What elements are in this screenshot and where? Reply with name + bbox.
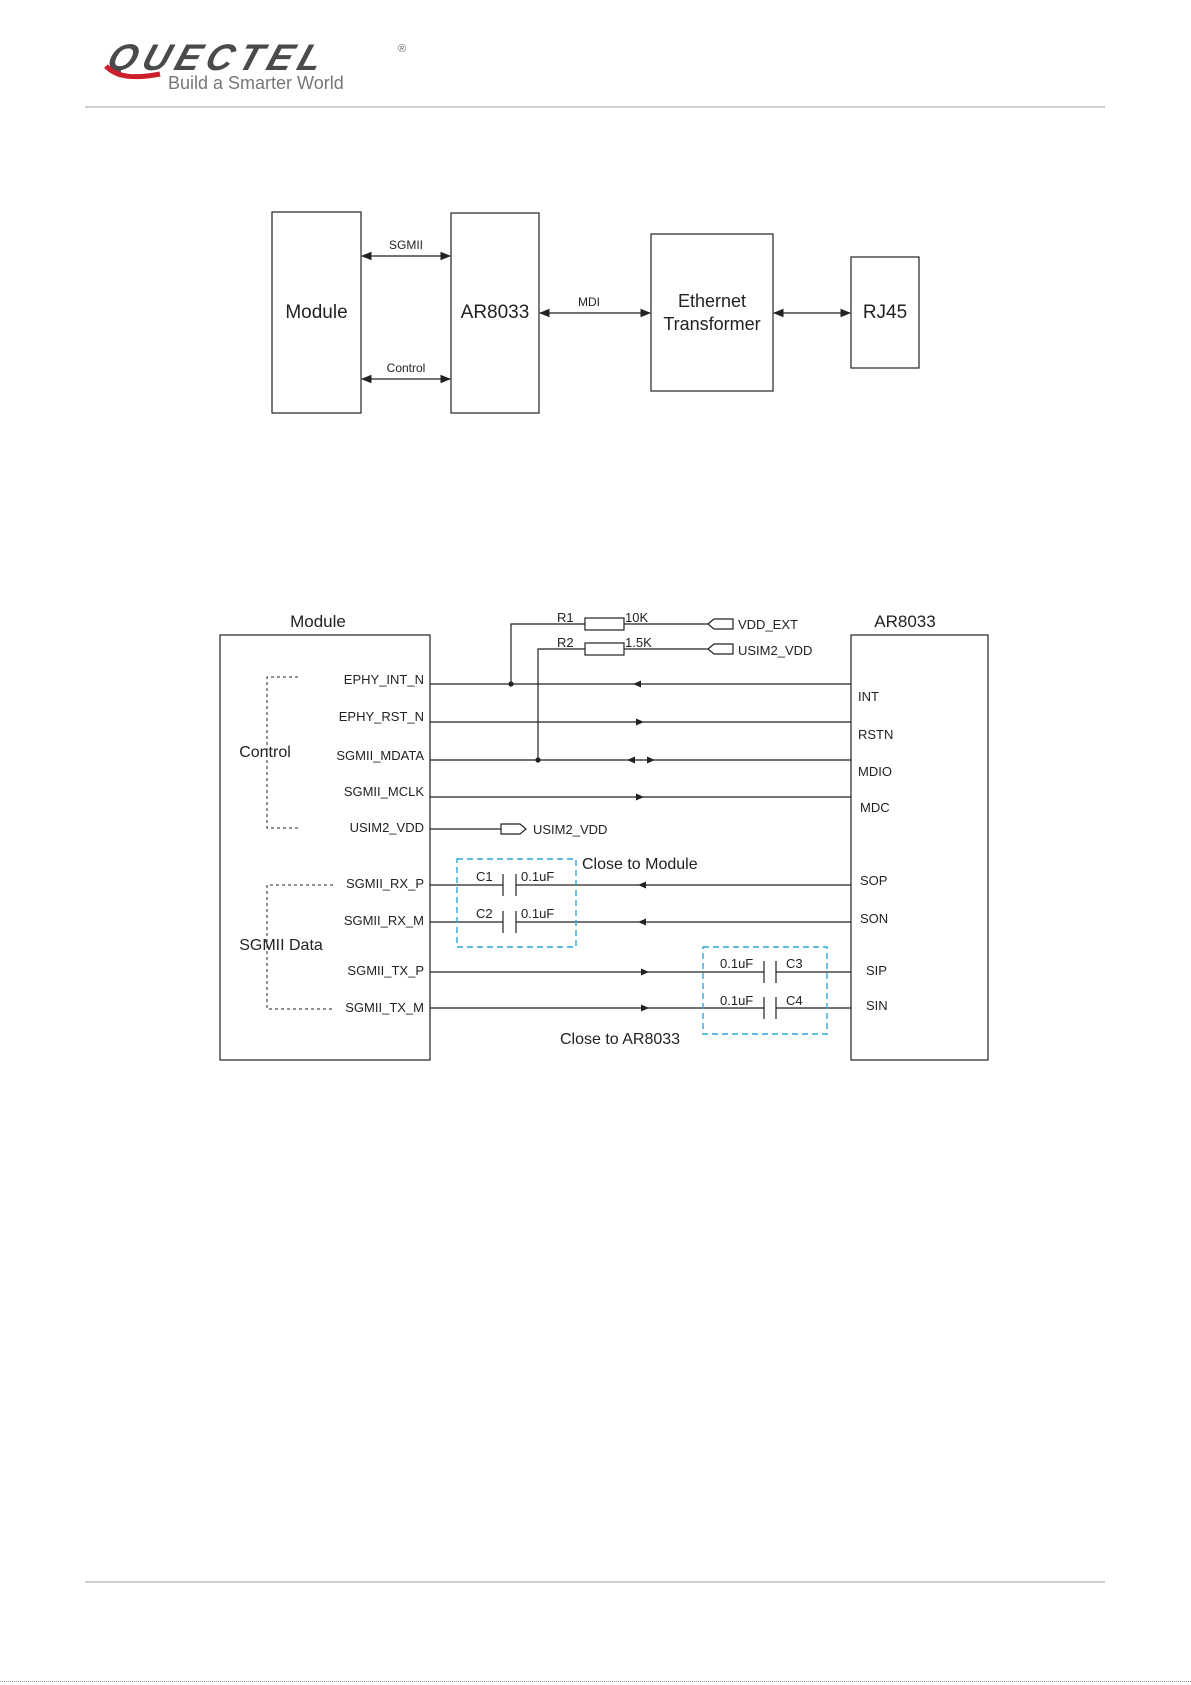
c1-value: 0.1uF xyxy=(521,869,554,884)
schematic-phy-box xyxy=(850,634,989,1061)
pin-sgmii-mclk: SGMII_MCLK xyxy=(344,784,425,799)
block-transformer-label-2: Transformer xyxy=(663,314,760,334)
pin-mdc: MDC xyxy=(860,800,890,815)
arrow-tx-p-icon xyxy=(641,968,649,976)
usim-net-label: USIM2_VDD xyxy=(533,822,607,837)
pin-sgmii-tx-m: SGMII_TX_M xyxy=(345,1000,424,1015)
arrow-tx-m-icon xyxy=(641,1004,649,1012)
schematic-phy-title: AR8033 xyxy=(874,612,935,631)
pin-ephy-rst-n: EPHY_RST_N xyxy=(339,709,424,724)
arrow-rstn-icon xyxy=(636,718,644,726)
pin-son: SON xyxy=(860,911,888,926)
logo-swoosh-icon xyxy=(104,64,161,80)
pin-sgmii-tx-p: SGMII_TX_P xyxy=(347,963,424,978)
group-sgmii-label: SGMII Data xyxy=(239,937,323,954)
pin-sgmii-rx-m: SGMII_RX_M xyxy=(344,913,424,928)
r1-value: 10K xyxy=(625,610,648,625)
link-sgmii-label: SGMII xyxy=(389,238,423,252)
schematic-module-title: Module xyxy=(290,612,346,631)
block-rj45-label: RJ45 xyxy=(863,302,907,323)
r1-net-label: VDD_EXT xyxy=(738,617,798,632)
r2-value: 1.5K xyxy=(625,635,652,650)
pin-sop: SOP xyxy=(860,873,887,888)
pin-mdio: MDIO xyxy=(858,764,892,779)
c3-value: 0.1uF xyxy=(720,956,753,971)
r2-label: R2 xyxy=(557,635,574,650)
resistor-r1 xyxy=(584,617,625,631)
note-close-to-phy: Close to AR8033 xyxy=(560,1031,680,1048)
schematic-module-box xyxy=(219,634,431,1061)
logo-mark-icon: QUECTEL ® Build a Smarter World xyxy=(102,38,406,93)
pin-sip: SIP xyxy=(866,963,887,978)
arrow-rx-m-icon xyxy=(638,918,646,926)
pin-int: INT xyxy=(858,689,879,704)
block-module-label: Module xyxy=(285,302,347,323)
pin-sin: SIN xyxy=(866,998,888,1013)
pin-sgmii-rx-p: SGMII_RX_P xyxy=(346,876,424,891)
c2-label: C2 xyxy=(476,906,493,921)
bracket-sgmii-data xyxy=(266,884,333,1010)
c1-label: C1 xyxy=(476,869,493,884)
pin-rstn: RSTN xyxy=(858,727,893,742)
block-phy xyxy=(450,212,540,414)
pin-usim2-vdd: USIM2_VDD xyxy=(350,820,424,835)
pin-sgmii-mdata: SGMII_MDATA xyxy=(336,748,424,763)
r2-net-label: USIM2_VDD xyxy=(738,643,812,658)
placement-zone-phy xyxy=(702,946,828,1035)
block-diagram: Module AR8033 Ethernet Transformer RJ45 … xyxy=(271,211,920,414)
note-close-to-module: Close to Module xyxy=(582,856,698,873)
resistor-r2 xyxy=(584,642,625,656)
c3-label: C3 xyxy=(786,956,803,971)
wire-r2-left xyxy=(537,648,585,760)
arrow-int-icon xyxy=(633,680,641,688)
arrow-mdc-icon xyxy=(636,793,644,801)
logo-registered-mark: ® xyxy=(398,43,406,55)
arrow-mdio-left-icon xyxy=(627,756,635,764)
c4-value: 0.1uF xyxy=(720,993,753,1008)
pin-ephy-int-n: EPHY_INT_N xyxy=(344,672,424,687)
footer-divider xyxy=(85,1581,1105,1583)
link-control-label: Control xyxy=(387,361,426,375)
net-flag-usim2-vdd-icon xyxy=(707,643,734,655)
footer-dotted-edge xyxy=(0,1681,1191,1682)
arrow-mdio-right-icon xyxy=(647,756,655,764)
c4-label: C4 xyxy=(786,993,803,1008)
arrow-rx-p-icon xyxy=(638,881,646,889)
quectel-logo: QUECTEL ® Build a Smarter World xyxy=(100,30,460,100)
c2-value: 0.1uF xyxy=(521,906,554,921)
header-divider xyxy=(85,106,1105,108)
logo-tagline: Build a Smarter World xyxy=(168,73,344,93)
r1-label: R1 xyxy=(557,610,574,625)
wire-r1-left xyxy=(510,623,585,684)
net-flag-vdd-ext-icon xyxy=(707,618,734,630)
block-phy-label: AR8033 xyxy=(461,302,530,323)
schematic-diagram: Module AR8033 Control SGMII Data EPHY_IN… xyxy=(219,610,989,1061)
placement-zone-module xyxy=(456,858,577,948)
logo-wordmark: QUECTEL xyxy=(102,38,334,79)
block-transformer-label-1: Ethernet xyxy=(678,291,746,311)
group-control-label: Control xyxy=(239,744,291,761)
block-transformer xyxy=(650,233,774,392)
block-module xyxy=(271,211,362,414)
net-flag-usim2-out-icon xyxy=(500,823,527,835)
link-mdi-label: MDI xyxy=(578,295,600,309)
